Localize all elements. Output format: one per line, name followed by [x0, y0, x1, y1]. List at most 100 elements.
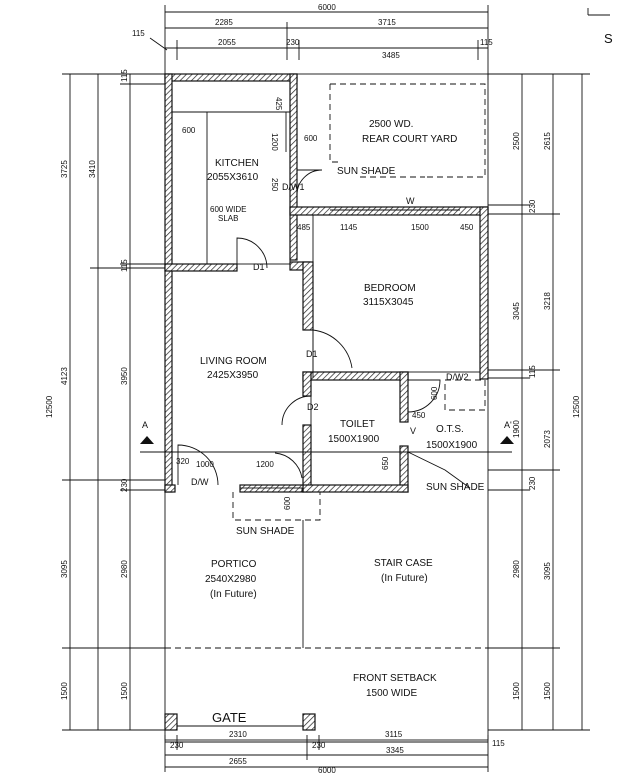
dim-left-inner-1: 115 — [120, 69, 129, 82]
door-label-d1-bed: D1 — [306, 349, 318, 359]
dim-top-sub-right: 3485 — [382, 51, 400, 60]
dim-top-left: 2285 — [215, 18, 233, 27]
sun-shade-label-3: SUN SHADE — [236, 526, 295, 537]
living-size: 2425X3950 — [207, 370, 259, 381]
sun-shade-label-2: SUN SHADE — [426, 482, 485, 493]
dim-right-r2: 230 — [528, 199, 537, 213]
kitchen-dim-600b: 600 — [304, 134, 318, 143]
window-label-w: W — [406, 196, 415, 206]
stair-label: STAIR CASE — [374, 558, 433, 569]
dim-top-wall-right: 115 — [480, 38, 493, 47]
right-dimensions — [488, 73, 590, 731]
gate-post-right — [302, 713, 316, 731]
kitchen-dim-600a: 600 — [182, 126, 196, 135]
toilet-dim-450: 450 — [412, 411, 426, 420]
dim-right-s5: 1500 — [543, 682, 552, 700]
bedroom-size: 3115X3045 — [363, 297, 414, 308]
dim-right-s4: 3095 — [543, 562, 552, 580]
ots-label: O.T.S. — [436, 424, 464, 435]
stair-note: (In Future) — [381, 573, 428, 584]
section-arrow-right-icon — [500, 436, 514, 444]
dim-right-s2: 3218 — [543, 292, 552, 310]
dim-top-wall-left: 115 — [132, 29, 145, 38]
toilet-size: 1500X1900 — [328, 434, 380, 445]
ots-size: 1500X1900 — [426, 440, 478, 451]
door-swing-dw-front — [177, 444, 219, 486]
bedroom-outline — [312, 214, 481, 373]
rear-courtyard-outline — [329, 83, 486, 178]
sun-shade-leader — [407, 451, 471, 489]
rear-yard-label: 2500 WD. — [369, 119, 413, 130]
bed-dim-1500: 1500 — [411, 223, 429, 232]
dim-left-outer-4: 1500 — [60, 682, 69, 700]
kitchen-outline — [171, 80, 291, 265]
dim-left-outer-1: 3725 — [60, 160, 69, 178]
kitchen-size: 2055X3610 — [207, 172, 259, 183]
front-window — [239, 487, 303, 493]
portico-note: (In Future) — [210, 589, 257, 600]
dim-right-r1: 2500 — [512, 132, 521, 150]
dim-right-s1: 2615 — [543, 132, 552, 150]
dim-right-r6: 230 — [528, 476, 537, 490]
bed-dim-1145: 1145 — [340, 223, 358, 232]
setback-size: 1500 WIDE — [366, 688, 417, 699]
ots-outline — [444, 379, 486, 411]
dim-right-r7: 2980 — [512, 560, 521, 578]
portico-size: 2540X2980 — [205, 574, 257, 585]
front-dim-600: 600 — [283, 496, 292, 510]
bed-dim-485: 485 — [297, 223, 311, 232]
corner-mark-label: S — [604, 31, 613, 46]
front-dim-1200: 1200 — [256, 460, 274, 469]
door-label-d1-kitchen: D1 — [253, 262, 265, 272]
gate-label: GATE — [212, 710, 247, 725]
top-dimensions — [149, 5, 489, 80]
kitchen-dim-1200: 1200 — [270, 133, 279, 151]
door-label-dw-front: D/W — [191, 477, 209, 487]
section-arrow-left-icon — [140, 436, 154, 444]
dim-bottom-sub-right: 3115 — [385, 730, 403, 739]
dim-left-inner-3: 115 — [120, 259, 129, 272]
dim-right-s3: 2073 — [543, 430, 552, 448]
dim-bottom-left: 2655 — [229, 757, 247, 766]
door-swing-d1-kitchen — [236, 237, 268, 269]
dim-left-outer-3: 3095 — [60, 560, 69, 578]
kitchen-dim-250: 250 — [270, 178, 279, 192]
dim-bottom-wall-right: 115 — [492, 739, 505, 748]
bedroom-label: BEDROOM — [364, 283, 416, 294]
sun-shade-label-1: SUN SHADE — [337, 166, 396, 177]
door-swing-d2 — [281, 395, 312, 426]
portico-label: PORTICO — [211, 559, 257, 570]
dim-right-r5: 1900 — [512, 420, 521, 438]
dim-bottom-overall: 6000 — [318, 766, 336, 775]
door-label-dw2: D/W2 — [446, 372, 469, 382]
dim-right-overall: 12500 — [572, 395, 581, 418]
dim-left-outer-2: 4123 — [60, 367, 69, 385]
dim-left-inner-7: 1500 — [120, 682, 129, 700]
section-label-a-prime: A' — [504, 420, 512, 430]
dim-right-r3: 3045 — [512, 302, 521, 320]
dim-right-r4: 115 — [528, 365, 537, 378]
dim-top-sub-left: 2055 — [218, 38, 236, 47]
rear-yard-sub: REAR COURT YARD — [362, 134, 457, 145]
kitchen-label: KITCHEN — [215, 158, 259, 169]
toilet-label: TOILET — [340, 419, 375, 430]
front-dim-320: 320 — [176, 457, 190, 466]
dim-left-inner-5: 230 — [120, 478, 129, 492]
dim-left-inner-2: 3410 — [88, 160, 97, 178]
dim-left-inner-4: 3950 — [120, 367, 129, 385]
dim-bottom-sub-left: 2310 — [229, 730, 247, 739]
dim-left-inner-6: 2980 — [120, 560, 129, 578]
dim-bottom-right: 3345 — [386, 746, 404, 755]
dim-right-r8: 1500 — [512, 682, 521, 700]
living-label: LIVING ROOM — [200, 356, 267, 367]
door-label-d2: D2 — [307, 402, 319, 412]
gate-post-left — [164, 713, 178, 731]
door-label-dw1: D/W1 — [282, 182, 305, 192]
front-sun-shade-outline — [232, 492, 321, 521]
section-label-a: A — [142, 420, 148, 430]
left-dimensions — [62, 73, 165, 731]
toilet-dim-600: 600 — [430, 386, 439, 400]
door-swing-d1-bed — [312, 329, 353, 378]
setback-label: FRONT SETBACK — [353, 673, 437, 684]
